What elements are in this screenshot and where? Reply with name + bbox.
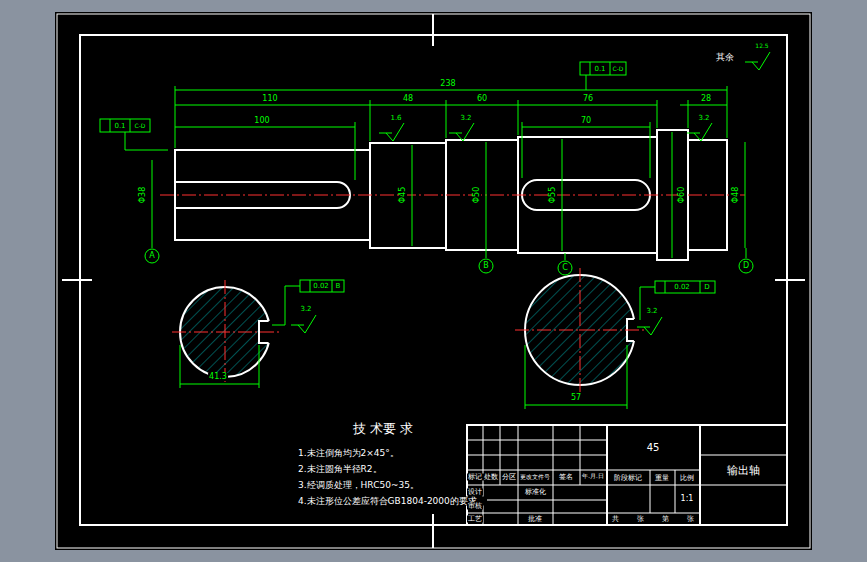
drawing-label: Φ45: [399, 186, 407, 204]
drawing-label: 0.02: [312, 283, 330, 290]
drawing-label: 签名: [558, 474, 574, 481]
drawing-label: 12.5: [754, 43, 769, 49]
drawing-label: 110: [261, 95, 278, 103]
drawing-label: 0.1: [593, 65, 606, 72]
drawing-label: 100: [253, 117, 270, 125]
drawing-label: 批准: [527, 516, 543, 523]
drawing-label: 标记: [467, 474, 483, 481]
drawing-label: B: [482, 262, 490, 270]
drawing-label: 3.经调质处理，HRC50~35。: [297, 481, 420, 490]
drawing-label: 3.2: [697, 115, 710, 122]
drawing-label: 45: [646, 443, 661, 453]
drawing-label: 1:1: [680, 495, 695, 503]
drawing-label: 2.未注圆角半径R2。: [297, 465, 383, 474]
drawing-label: D: [703, 284, 710, 291]
drawing-label: 0.02: [673, 284, 691, 291]
drawing-label: Φ55: [549, 186, 557, 204]
drawing-label: D: [742, 262, 750, 270]
drawing-label: 张: [636, 516, 645, 523]
drawing-label: 输出轴: [726, 465, 761, 476]
drawing-label: 设计: [467, 489, 483, 496]
drawing-label: 3.2: [459, 115, 472, 122]
drawing-label: 更改文件号: [519, 474, 551, 480]
drawing-label: C-D: [134, 123, 147, 129]
drawing-label: 3.2: [299, 306, 312, 313]
drawing-label: C: [561, 264, 569, 272]
drawing-label: 70: [580, 117, 592, 125]
drawing-label: Φ38: [139, 186, 147, 204]
drawing-label: 48: [402, 95, 414, 103]
drawing-label: Φ60: [678, 186, 686, 204]
drawing-label: 分区: [501, 474, 517, 481]
drawing-label: 60: [476, 95, 488, 103]
drawing-label: C-D: [612, 66, 625, 72]
drawing-label: 其余: [715, 53, 735, 62]
drawing-label: 41.3: [208, 373, 228, 381]
drawing-label: 比例: [679, 475, 695, 482]
drawing-label: 处数: [483, 474, 499, 481]
drawing-label: 76: [582, 95, 594, 103]
drawing-label: 张: [686, 516, 695, 523]
drawing-label: 28: [700, 95, 712, 103]
drawing-label: 1.6: [389, 115, 402, 122]
drawing-label: 工艺: [467, 516, 483, 523]
drawing-label: 0.1: [113, 122, 126, 129]
drawing-label: 3.2: [645, 308, 658, 315]
drawing-label: 4.未注形位公差应符合GB1804-2000的要求。: [297, 497, 487, 506]
drawing-label: 标准化: [524, 489, 547, 496]
drawing-label: 审核: [467, 503, 483, 510]
drawing-label: 第: [661, 516, 670, 523]
drawing-label: 重量: [654, 475, 670, 482]
drawing-label: Φ50: [473, 186, 481, 204]
drawing-label: Φ48: [732, 186, 740, 204]
drawing-label: 阶段标记: [613, 475, 643, 482]
drawing-label: A: [148, 252, 155, 260]
drawing-label: 年.月.日: [581, 474, 605, 480]
drawing-label: 技 术要 求: [352, 422, 414, 435]
drawing-label: 1.未注倒角均为2×45°。: [297, 449, 400, 458]
drawing-label: 共: [611, 516, 620, 523]
drawing-label: 238: [439, 80, 456, 88]
drawing-label: B: [335, 283, 342, 290]
drawing-label: 57: [570, 394, 582, 402]
